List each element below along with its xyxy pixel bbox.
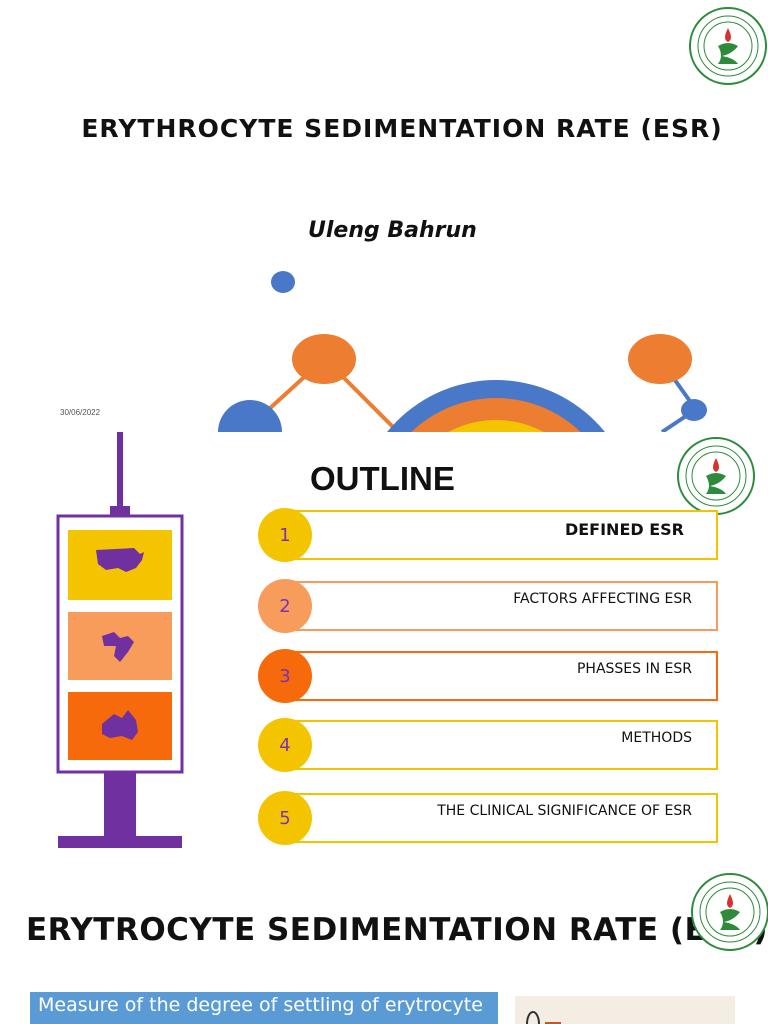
university-logo [676,436,756,516]
item-label: DEFINED ESR [564,520,684,539]
item-number-badge: 4 [258,718,312,772]
slide-title: ERYTHROCYTE SEDIMENTATION RATE (ESR) [81,114,723,143]
item-label: THE CLINICAL SIGNIFICANCE OF ESR [437,803,692,819]
university-logo [690,872,768,952]
outline-item[interactable]: 5 THE CLINICAL SIGNIFICANCE OF ESR [258,791,718,845]
author-name: Uleng Bahrun [308,218,477,243]
sedimentation-tube-image [515,996,735,1024]
item-number-badge: 1 [258,508,312,562]
definition-slide: ERYTROCYTE SEDIMENTATION RATE (ESR) Meas… [0,870,768,1024]
university-logo [688,6,768,86]
usa-map-icon [96,548,144,572]
definition-textbox: Measure of the degree of settling of ery… [30,992,498,1024]
item-number-badge: 3 [258,649,312,703]
slide-title: ERYTROCYTE SEDIMENTATION RATE (ESR) [26,912,768,948]
molecule-illustration [218,271,707,432]
slide-date: 30/06/2022 [60,408,101,417]
item-label: PHASSES IN ESR [576,661,692,677]
title-slide: ERYTHROCYTE SEDIMENTATION RATE (ESR) Ule… [0,0,768,432]
outline-item[interactable]: 4 METHODS [258,718,718,772]
australia-map-icon [102,710,138,740]
item-label: FACTORS AFFECTING ESR [513,591,692,607]
item-number-badge: 5 [258,791,312,845]
outline-title: OUTLINE [310,460,455,497]
item-number-badge: 2 [258,579,312,633]
item-label: METHODS [621,730,692,746]
venezuela-map-icon [102,632,134,662]
signboard-illustration [56,432,184,848]
outline-slide: OUTLINE 1 DEFINED ESR 2 FACTORS AFFECTIN… [0,432,768,870]
outline-item[interactable]: 1 DEFINED ESR [258,508,718,562]
outline-item[interactable]: 3 PHASSES IN ESR [258,649,718,703]
outline-item[interactable]: 2 FACTORS AFFECTING ESR [258,579,718,633]
